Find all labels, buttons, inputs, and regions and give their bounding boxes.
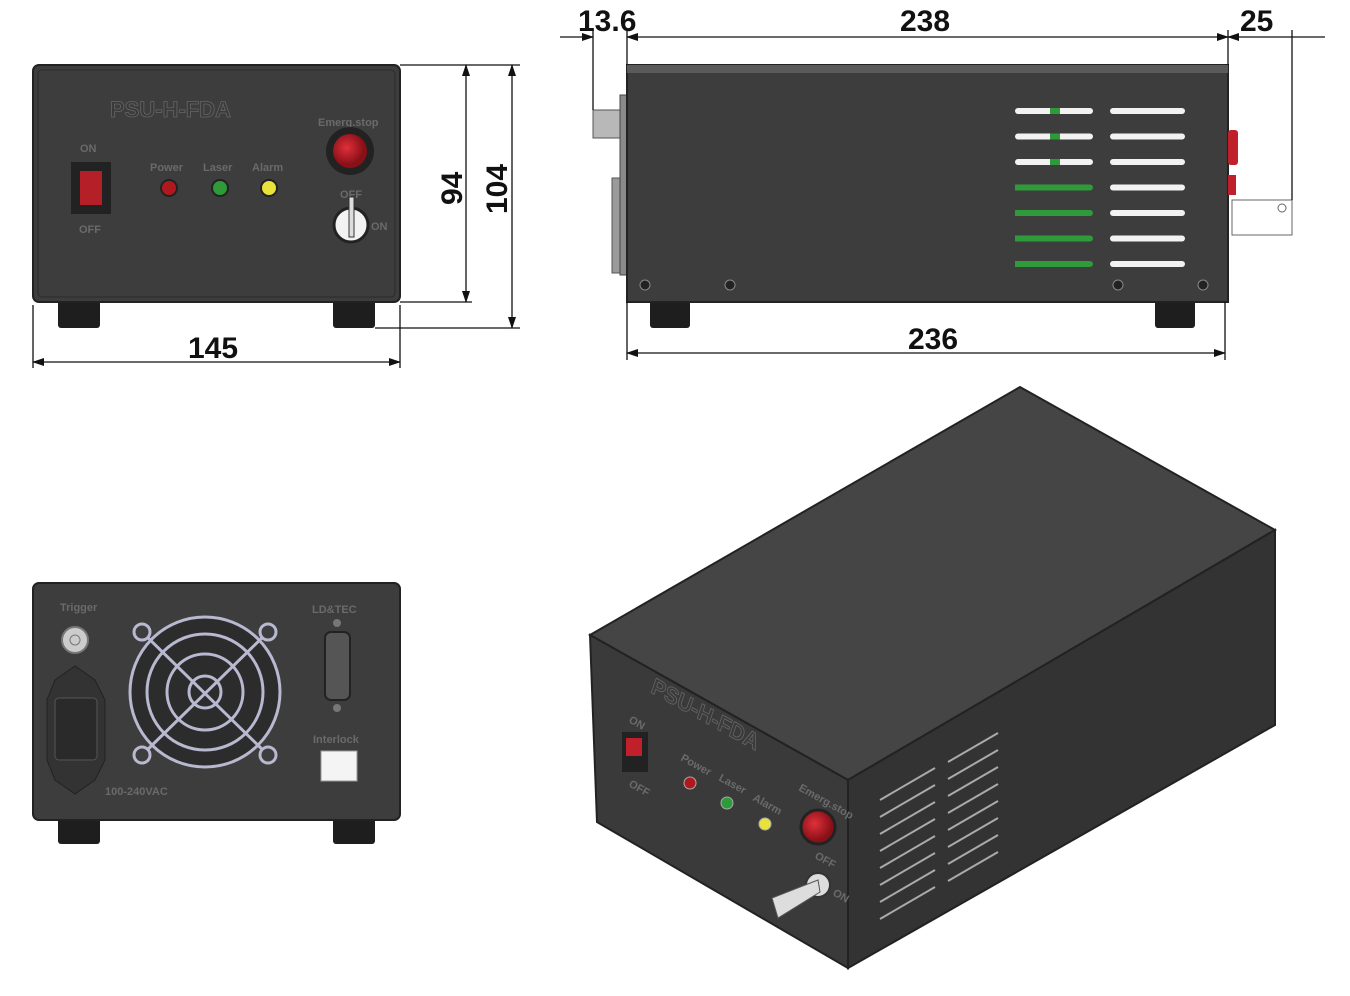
side-view: 13.6 238 25 236 [560,5,1325,360]
db15-connector[interactable] [324,631,351,701]
trigger-bnc-connector[interactable] [61,626,89,654]
dim-total-length: 238 [900,5,950,38]
iso-vent-slot [879,784,936,818]
vent-slot [1110,184,1185,191]
vent-slot-highlight [1050,159,1060,165]
interlock-label: Interlock [313,734,360,746]
dim-body-length: 236 [908,323,958,356]
dim-connector-offset: 13.6 [578,5,636,38]
alarm-led [260,179,278,197]
iso-vent-slot [879,767,936,801]
iso-vent-slot [947,783,999,814]
power-switch-rocker [80,171,102,205]
vent-slot-highlight [1015,235,1060,242]
iso-vent-slot [879,869,936,903]
laser-led-label: Laser [203,162,233,174]
dim-total-height: 104 [481,164,514,214]
vent-slots [1015,108,1185,267]
iso-vent-slot [879,801,936,835]
iso-vent-slot [879,835,936,869]
dim-body-height: 94 [436,171,469,205]
iso-vent-slot [947,800,999,831]
interlock-jack[interactable] [320,750,358,782]
vent-slot [1110,133,1185,140]
vent-slot [1110,210,1185,216]
emergency-stop-label: Emerg.stop [318,117,379,129]
trigger-connector [592,109,624,139]
vent-slot [1110,108,1185,114]
power-led [160,179,178,197]
vent-slot-highlight [1015,210,1060,216]
vent-slot-highlight [1015,184,1060,191]
vent-slot [1110,159,1185,165]
model-label: PSU-H-FDA [110,97,231,122]
iso-vent-slot [879,886,936,920]
ld-tec-label: LD&TEC [312,604,357,616]
vent-slot [1110,261,1185,267]
key-off-label: OFF [340,189,362,201]
dim-front-width: 145 [188,332,238,365]
iso-vent-slot [947,732,999,763]
vent-slot-highlight [1050,133,1060,140]
key-on-label: ON [371,221,388,233]
foot [58,300,100,328]
isometric-view: PSU-H-FDA ON OFF Power Laser Alarm Emerg… [587,385,1278,970]
iso-vent-slot [947,817,999,848]
iso-vent-slot [879,852,936,886]
vent-slot-highlight [1050,108,1060,114]
power-led-label: Power [150,162,184,174]
iso-vent-slot [879,818,936,852]
vent-slot-highlight [1015,261,1060,267]
foot [333,300,375,328]
power-inlet[interactable] [54,697,98,761]
iso-vent-slot [947,766,999,797]
iso-vent-slot [947,851,999,882]
laser-led [211,179,229,197]
rear-view: Trigger 100-240VAC LD&TEC Interlock [32,582,401,844]
front-face [588,633,849,970]
power-input-label: 100-240VAC [105,786,168,798]
iso-emergency-stop [799,808,837,846]
switch-on-label: ON [80,143,97,155]
dim-rear-offset: 25 [1240,5,1273,38]
front-view: PSU-H-FDA ON OFF Power Laser Alarm Emerg… [32,64,520,368]
trigger-label: Trigger [60,602,98,614]
vent-slot [1110,235,1185,242]
alarm-led-label: Alarm [252,162,283,174]
iso-vent-slot [947,834,999,865]
fan-guard [128,615,282,769]
switch-off-label: OFF [79,224,101,236]
iso-vent-slot [947,749,999,780]
